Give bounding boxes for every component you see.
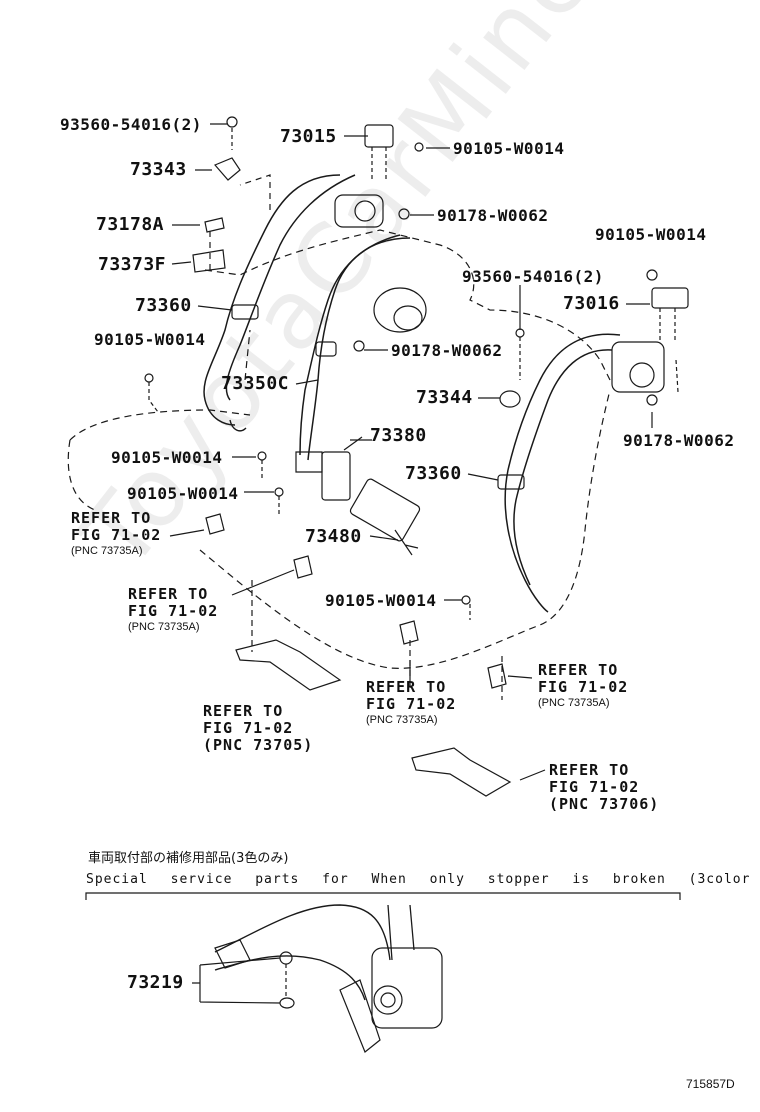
part-73373f xyxy=(192,249,226,273)
part-label-93560-54016-upper: 93560-54016(2) xyxy=(60,115,202,134)
lower-anchor-right xyxy=(411,747,512,797)
reference-line-3: (PNC 73735A) xyxy=(366,714,438,726)
reference-line-3: (PNC 73735A) xyxy=(128,621,200,633)
stopper-washer xyxy=(279,997,295,1009)
reference-line-3: (PNC 73706) xyxy=(549,795,660,813)
reference-line-1: REFER TO xyxy=(538,661,619,679)
reference-line-2: FIG 71-02 xyxy=(549,778,640,796)
anchor-clip-3 xyxy=(399,620,419,645)
reference-callout-4: REFER TO FIG 71-02 (PNC 73735A) xyxy=(366,680,456,726)
left-retractor xyxy=(334,194,384,228)
part-label-93560-54016-lower: 93560-54016(2) xyxy=(462,267,604,286)
reference-line-3: (PNC 73735A) xyxy=(71,545,143,557)
part-label-73360-left: 73360 xyxy=(135,295,192,316)
reference-line-1: REFER TO xyxy=(128,585,209,603)
anchor-clip-1 xyxy=(205,513,225,535)
reference-line-1: REFER TO xyxy=(203,702,284,720)
buckle-73480 xyxy=(349,478,421,542)
part-label-90178-w0062-c: 90178-W0062 xyxy=(623,431,735,450)
insert-retractor xyxy=(371,947,443,1029)
reference-line-1: REFER TO xyxy=(71,509,152,527)
part-73178a xyxy=(204,217,225,233)
service-note-english: Special service parts for When only stop… xyxy=(86,872,760,887)
insert-belt xyxy=(214,904,391,961)
part-label-73373f: 73373F xyxy=(98,254,167,275)
stopper-cap xyxy=(279,951,293,965)
reference-line-2: FIG 71-02 xyxy=(71,526,162,544)
reference-callout-1: REFER TO FIG 71-02 (PNC 73735A) xyxy=(71,511,161,557)
reference-line-1: REFER TO xyxy=(366,678,447,696)
part-label-90178-w0062-b: 90178-W0062 xyxy=(391,341,503,360)
part-label-73219: 73219 xyxy=(127,972,184,993)
reference-line-2: FIG 71-02 xyxy=(203,719,294,737)
right-retractor xyxy=(611,341,665,393)
reference-callout-3: REFER TO FIG 71-02 (PNC 73735A) xyxy=(538,663,628,709)
part-label-73015: 73015 xyxy=(280,126,337,147)
reference-callout-2: REFER TO FIG 71-02 (PNC 73735A) xyxy=(128,587,218,633)
part-label-73016: 73016 xyxy=(563,293,620,314)
left-belt xyxy=(203,174,341,426)
reference-callout-6: REFER TO FIG 71-02 (PNC 73706) xyxy=(549,763,659,812)
part-73343 xyxy=(214,157,241,181)
washer-73344 xyxy=(499,390,521,408)
anchor-clip-4 xyxy=(487,663,507,689)
part-label-90105-w0014-a: 90105-W0014 xyxy=(453,139,565,158)
lower-anchor-left xyxy=(235,639,342,691)
figure-code: 715857D xyxy=(686,1077,735,1091)
service-note-japanese: 車両取付部の補修用部品(3色のみ) xyxy=(88,851,289,866)
part-label-73350c: 73350C xyxy=(221,373,290,394)
reference-line-2: FIG 71-02 xyxy=(538,678,629,696)
part-label-73344: 73344 xyxy=(416,387,473,408)
reference-line-3: (PNC 73735A) xyxy=(538,697,610,709)
reference-line-3: (PNC 73705) xyxy=(203,736,314,754)
reference-line-2: FIG 71-02 xyxy=(128,602,219,620)
part-label-73343: 73343 xyxy=(130,159,187,180)
center-retractor xyxy=(373,287,427,333)
buckle-73380 xyxy=(321,451,351,501)
part-label-90105-w0014-e: 90105-W0014 xyxy=(127,484,239,503)
part-label-73178a: 73178A xyxy=(96,214,165,235)
part-label-73480: 73480 xyxy=(305,526,362,547)
right-belt xyxy=(504,333,621,613)
service-note-bracket xyxy=(85,892,681,900)
part-label-90105-w0014-c: 90105-W0014 xyxy=(94,330,206,349)
reference-line-2: FIG 71-02 xyxy=(366,695,457,713)
part-label-90105-w0014-d: 90105-W0014 xyxy=(111,448,223,467)
part-label-90105-w0014-b: 90105-W0014 xyxy=(595,225,707,244)
reference-line-1: REFER TO xyxy=(549,761,630,779)
reference-callout-5: REFER TO FIG 71-02 (PNC 73705) xyxy=(203,704,313,753)
seat-back-outline xyxy=(69,409,251,441)
part-label-90105-w0014-f: 90105-W0014 xyxy=(325,591,437,610)
anchor-clip-2 xyxy=(293,555,313,579)
part-label-73360-right: 73360 xyxy=(405,463,462,484)
part-label-90178-w0062-a: 90178-W0062 xyxy=(437,206,549,225)
part-label-73380: 73380 xyxy=(370,425,427,446)
